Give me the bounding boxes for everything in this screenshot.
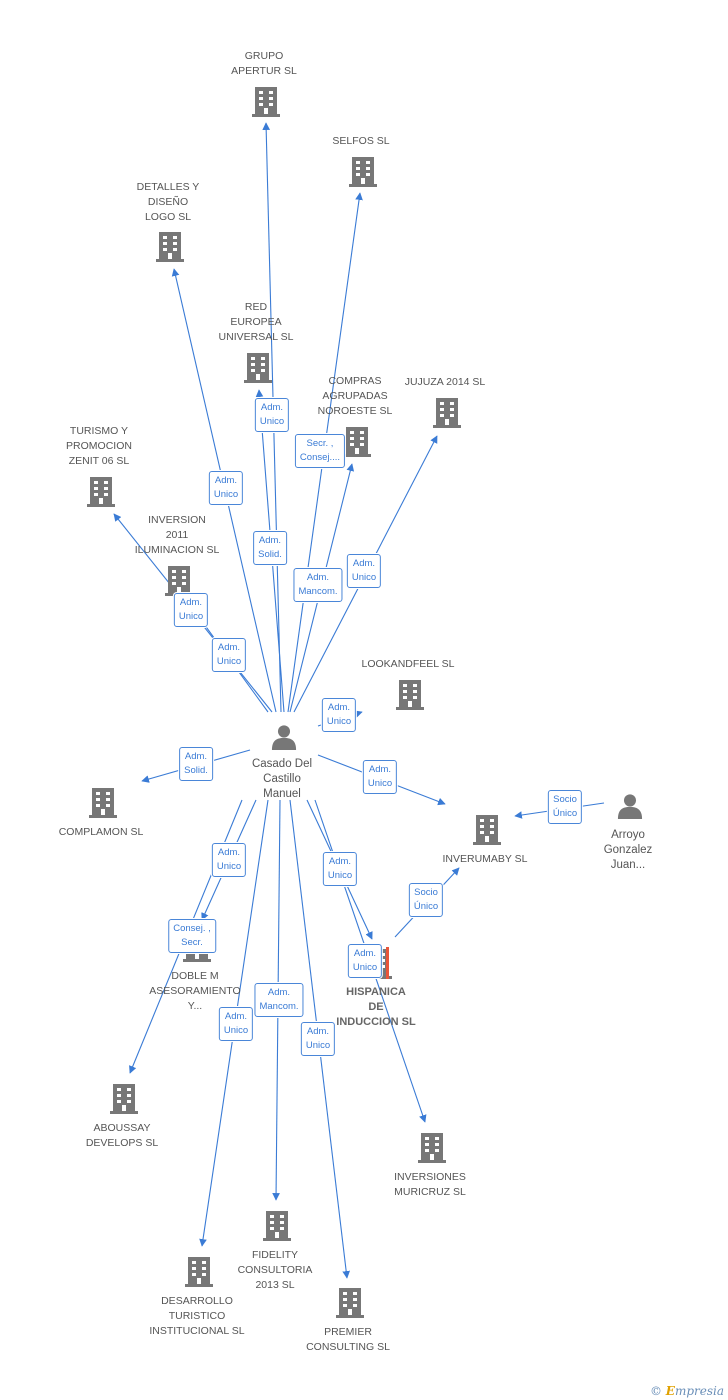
edge-label-aboussay[interactable]: Consej. , Secr. [168,919,216,953]
building-icon-inversion[interactable] [165,566,193,596]
edge-label-hispanica[interactable]: Adm. Unico [322,852,358,886]
copyright-symbol: © [649,1384,662,1398]
edge-label-inversion[interactable]: Adm. Unico [173,593,209,627]
building-icon-grupo[interactable] [252,87,280,117]
edge-label-inverumaby[interactable]: Socio Único [408,883,444,917]
node-label-complamon[interactable]: COMPLAMON SL [58,826,144,838]
building-icon-jujuza[interactable] [433,398,461,428]
building-icon-turismo[interactable] [87,477,115,507]
building-icon-desarrollo[interactable] [185,1257,213,1287]
building-icon-inverumaby[interactable] [473,815,501,845]
node-label-inversion[interactable]: INVERSION 2011 ILUMINACION SL [134,514,220,556]
edge-label-premier[interactable]: Adm. Unico [300,1022,336,1056]
edge-label-complamon[interactable]: Adm. Solid. [179,747,213,781]
node-label-arroyo[interactable]: Arroyo Gonzalez Juan... [603,829,653,871]
highlight-mark-hispanica [386,947,389,979]
edge-label-turismo[interactable]: Adm. Unico [211,638,247,672]
building-icon-premier[interactable] [336,1288,364,1318]
node-label-lookandfeel[interactable]: LOOKANDFEEL SL [361,658,455,670]
edge-label-detalles[interactable]: Adm. Unico [208,471,244,505]
edge-label-grupo[interactable]: Adm. Unico [254,398,290,432]
building-icon-red[interactable] [244,353,272,383]
edge-label-inverumaby[interactable]: Adm. Unico [362,760,398,794]
edge-label-doble[interactable]: Adm. Unico [211,843,247,877]
building-icon-complamon[interactable] [89,788,117,818]
node-label-jujuza[interactable]: JUJUZA 2014 SL [404,376,486,388]
node-label-turismo[interactable]: TURISMO Y PROMOCION ZENIT 06 SL [66,425,132,467]
person-icon-center[interactable] [271,725,297,750]
node-label-center[interactable]: Casado Del Castillo Manuel [251,758,313,800]
edge-label-fidelity[interactable]: Adm. Mancom. [254,983,304,1017]
node-label-aboussay[interactable]: ABOUSSAY DEVELOPS SL [85,1122,159,1149]
node-label-inversiones[interactable]: INVERSIONES MURICRUZ SL [394,1171,466,1198]
edge-label-selfos[interactable]: Adm. Mancom. [293,568,343,602]
edge-label-jujuza[interactable]: Adm. Unico [346,554,382,588]
building-icon-fidelity[interactable] [263,1211,291,1241]
node-label-selfos[interactable]: SELFOS SL [332,135,390,147]
nodes-layer [87,87,643,1318]
building-icon-aboussay[interactable] [110,1084,138,1114]
node-label-premier[interactable]: PREMIER CONSULTING SL [306,1326,390,1353]
building-icon-lookandfeel[interactable] [396,680,424,710]
edge-label-inverumaby[interactable]: Socio Único [547,790,583,824]
node-label-fidelity[interactable]: FIDELITY CONSULTORIA 2013 SL [237,1249,313,1291]
node-label-compras[interactable]: COMPRAS AGRUPADAS NOROESTE SL [317,375,393,417]
person-icon-arroyo[interactable] [617,794,643,819]
edge-label-compras[interactable]: Secr. , Consej.... [294,434,346,468]
edge-label-desarrollo[interactable]: Adm. Unico [218,1007,254,1041]
edge-label-inversiones[interactable]: Adm. Unico [347,944,383,978]
brand-e: E [665,1384,675,1398]
building-icon-inversiones[interactable] [418,1133,446,1163]
building-icon-compras[interactable] [343,427,371,457]
edge-label-red[interactable]: Adm. Solid. [253,531,287,565]
node-label-inverumaby[interactable]: INVERUMABY SL [442,853,528,865]
building-icon-selfos[interactable] [349,157,377,187]
node-label-grupo[interactable]: GRUPO APERTUR SL [231,50,297,77]
brand-text: mpresia [674,1384,724,1398]
node-label-hispanica[interactable]: HISPANICA DE INDUCCION SL [336,986,416,1028]
building-icon-detalles[interactable] [156,232,184,262]
empresia-brand[interactable]: © Empresia [650,1384,724,1398]
node-label-detalles[interactable]: DETALLES Y DISEÑO LOGO SL [136,181,200,223]
node-label-red[interactable]: RED EUROPEA UNIVERSAL SL [218,301,294,343]
node-label-doble[interactable]: DOBLE M ASESORAMIENTO Y... [149,970,241,1012]
edge-label-lookandfeel[interactable]: Adm. Unico [321,698,357,732]
edges-layer [113,122,605,1279]
node-label-desarrollo[interactable]: DESARROLLO TURISTICO INSTITUCIONAL SL [149,1295,245,1337]
